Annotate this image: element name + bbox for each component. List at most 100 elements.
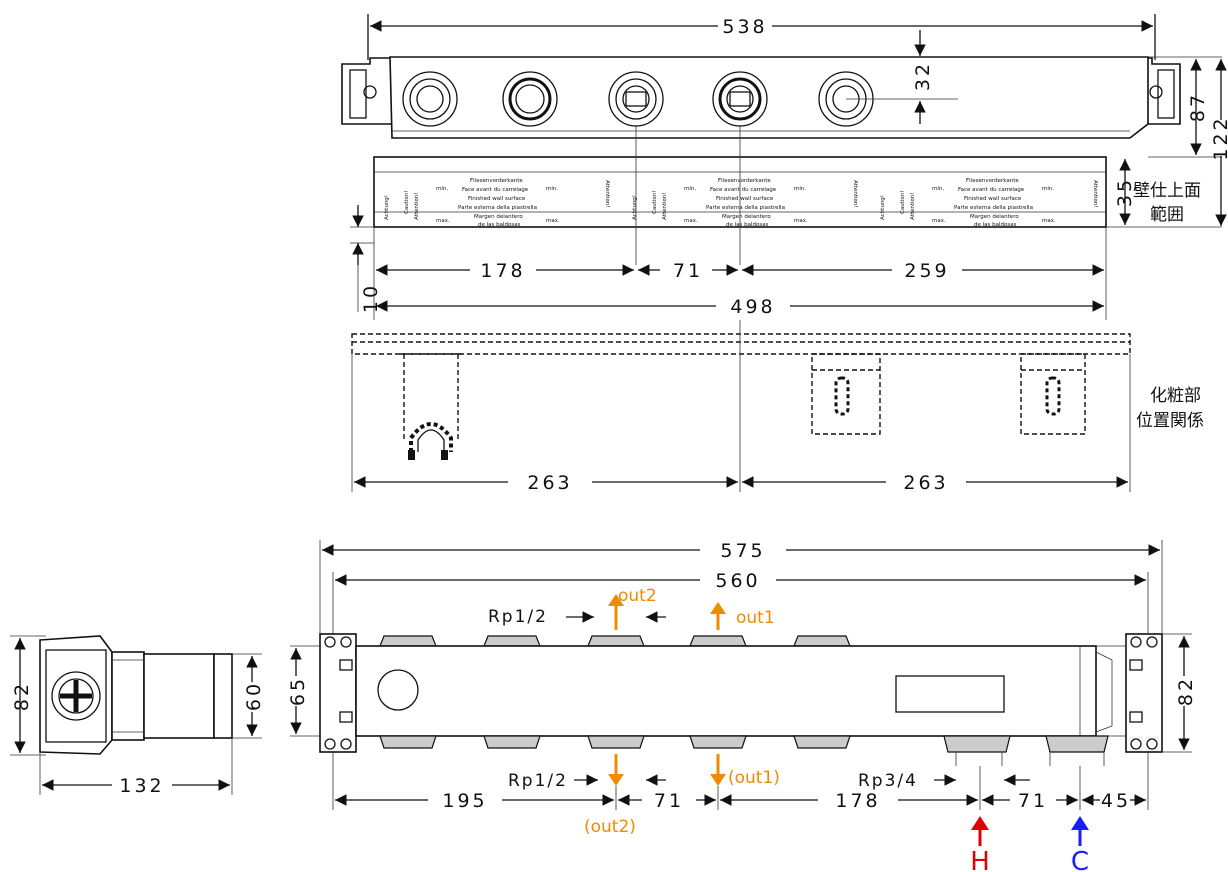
svg-text:Achtung!: Achtung!	[880, 195, 886, 220]
svg-text:min.: min.	[684, 186, 696, 192]
dim-259: 259	[904, 260, 949, 282]
cover-view: 化粧部 位置関係 263 263	[351, 320, 1204, 494]
label-out1-bottom: (out1)	[728, 768, 780, 788]
top-view: 538 32	[341, 14, 1228, 320]
label-rp12-top: Rp1/2	[488, 607, 548, 627]
svg-text:min.: min.	[436, 186, 448, 192]
label-out2-bottom: (out2)	[584, 817, 636, 837]
svg-text:de las baldosas: de las baldosas	[478, 222, 521, 228]
svg-text:Margen delantero: Margen delantero	[474, 214, 523, 220]
wall-surface-label-1: 壁仕上面	[1133, 181, 1201, 201]
svg-text:Caution!: Caution!	[900, 191, 906, 214]
dim-45: 45	[1101, 790, 1131, 812]
dim-71-front-2: 71	[1018, 790, 1048, 812]
dim-178-front: 178	[835, 790, 880, 812]
svg-text:Attention!: Attention!	[604, 180, 610, 208]
dim-10: 10	[360, 283, 382, 313]
dim-498: 498	[730, 296, 775, 318]
svg-text:max.: max.	[436, 218, 450, 224]
svg-text:Parte esterna della piastrella: Parte esterna della piastrella	[458, 205, 537, 211]
svg-text:min.: min.	[1042, 186, 1054, 192]
top-outlet-2	[502, 71, 558, 127]
svg-text:Caution!: Caution!	[404, 191, 410, 214]
front-bracket-right	[1125, 633, 1163, 753]
svg-text:Attention!: Attention!	[662, 192, 668, 220]
svg-text:Finished wall surface: Finished wall surface	[716, 196, 774, 202]
svg-text:Fliesenvorderkante: Fliesenvorderkante	[470, 178, 523, 184]
svg-text:min.: min.	[546, 186, 558, 192]
front-view: 575 560	[287, 540, 1197, 872]
svg-text:Face avant du carrelage: Face avant du carrelage	[462, 187, 529, 193]
label-out1-top: out1	[736, 608, 775, 628]
front-bracket-left	[319, 633, 357, 753]
dim-35: 35	[1114, 177, 1136, 207]
svg-text:max.: max.	[684, 218, 698, 224]
svg-text:Achtung!: Achtung!	[384, 195, 390, 220]
plate-text-group-3: Achtung! Caution! Attention! Fliesenvord…	[880, 178, 1098, 228]
label-out2-top: out2	[618, 586, 657, 606]
dim-32: 32	[912, 61, 934, 91]
svg-text:min.: min.	[932, 186, 944, 192]
top-outlet-1	[402, 71, 458, 127]
cover-label-1: 化粧部	[1150, 386, 1201, 406]
front-bottom-outlets	[379, 735, 1109, 753]
label-rp12-bottom: Rp1/2	[508, 771, 568, 791]
dim-65: 65	[287, 676, 309, 706]
label-rp34: Rp3/4	[858, 771, 918, 791]
cover-trim-right	[1020, 353, 1086, 435]
svg-text:Attention!: Attention!	[852, 180, 858, 208]
front-main-housing	[355, 645, 1097, 737]
svg-text:min.: min.	[794, 186, 806, 192]
svg-text:de las baldosas: de las baldosas	[974, 222, 1017, 228]
svg-text:Parte esterna della piastrella: Parte esterna della piastrella	[706, 205, 785, 211]
svg-text:Finished wall surface: Finished wall surface	[964, 196, 1022, 202]
dim-87: 87	[1187, 92, 1209, 122]
cover-trim-middle	[811, 353, 881, 435]
dim-263-right: 263	[903, 472, 948, 494]
svg-text:Face avant du carrelage: Face avant du carrelage	[958, 187, 1025, 193]
dim-71-front-1: 71	[654, 790, 684, 812]
svg-text:Parte esterna della piastrella: Parte esterna della piastrella	[954, 205, 1033, 211]
dim-82-side: 82	[11, 681, 33, 711]
svg-text:Fliesenvorderkante: Fliesenvorderkante	[718, 178, 771, 184]
cover-trim-left	[400, 353, 462, 460]
wall-surface-label-2: 範囲	[1150, 205, 1184, 225]
svg-text:Achtung!: Achtung!	[632, 195, 638, 220]
dim-178-top: 178	[480, 260, 525, 282]
svg-text:max.: max.	[794, 218, 808, 224]
svg-text:Fliesenvorderkante: Fliesenvorderkante	[966, 178, 1019, 184]
dim-82-front: 82	[1175, 676, 1197, 706]
svg-text:Attention!: Attention!	[910, 192, 916, 220]
plate-text-group-1: Achtung! Caution! Attention! Fliesenvord…	[384, 178, 610, 228]
front-control-hole	[377, 669, 419, 711]
dim-263-left: 263	[527, 472, 572, 494]
plate-text-group-2: Achtung! Caution! Attention! Fliesenvord…	[632, 178, 858, 228]
svg-text:Attention!: Attention!	[414, 192, 420, 220]
svg-text:max.: max.	[546, 218, 560, 224]
dim-71-top: 71	[673, 260, 703, 282]
cold-inlet-arrow	[1071, 816, 1089, 830]
svg-text:de las baldosas: de las baldosas	[726, 222, 769, 228]
svg-text:max.: max.	[932, 218, 946, 224]
front-display-window	[895, 675, 1005, 713]
svg-text:max.: max.	[1042, 218, 1056, 224]
svg-text:Caution!: Caution!	[652, 191, 658, 214]
svg-text:Attention!: Attention!	[1092, 180, 1098, 208]
front-top-outlets	[379, 635, 851, 647]
dim-538: 538	[722, 16, 767, 38]
dim-132: 132	[119, 775, 164, 797]
dim-575: 575	[720, 540, 765, 562]
label-hot: H	[970, 847, 990, 872]
svg-text:Margen delantero: Margen delantero	[722, 214, 771, 220]
cover-label-2: 位置関係	[1136, 411, 1204, 431]
dim-122: 122	[1210, 115, 1228, 160]
svg-text:Face avant du carrelage: Face avant du carrelage	[710, 187, 777, 193]
side-view: 82 60 132	[10, 635, 265, 797]
dim-560: 560	[715, 570, 760, 592]
svg-text:Finished wall surface: Finished wall surface	[468, 196, 526, 202]
dim-60-side: 60	[243, 681, 265, 711]
dim-195: 195	[442, 790, 487, 812]
svg-text:Margen delantero: Margen delantero	[970, 214, 1019, 220]
label-cold: C	[1071, 847, 1089, 872]
